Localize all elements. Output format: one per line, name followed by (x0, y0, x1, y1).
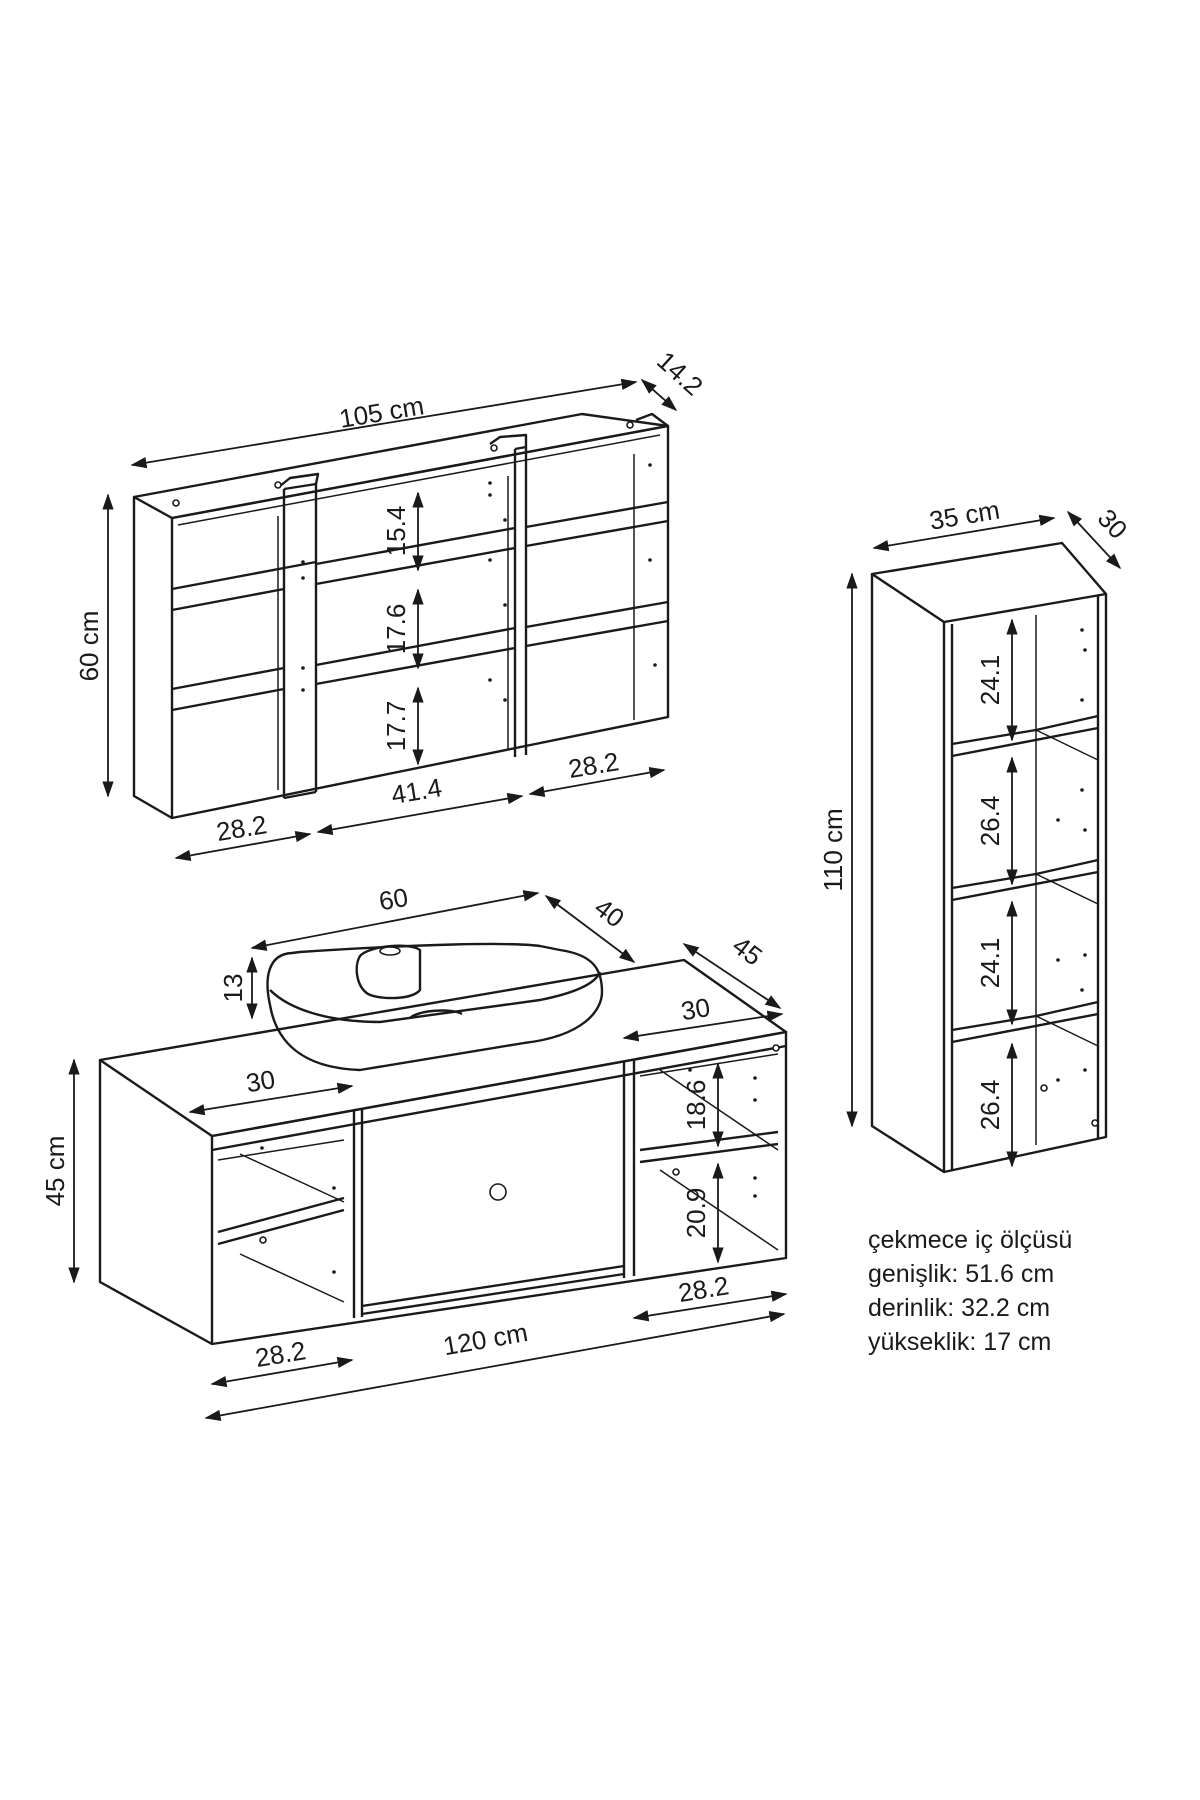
wall-shelf-depth-label: 14.2 (651, 345, 709, 401)
vanity-top-right-width-label: 30 (679, 992, 712, 1026)
wall-shelf-height-label: 60 cm (74, 611, 104, 682)
wall-shelf-row-3-label: 17.7 (381, 701, 411, 752)
vanity-right-upper-label: 18.6 (681, 1080, 711, 1131)
vanity-cabinet (98, 958, 788, 1346)
depth-dimension-line (640, 378, 678, 412)
wall-shelf-col-mid-label: 41.4 (389, 772, 444, 810)
drawer-internal-dimensions-note: çekmece iç ölçüsü genişlik: 51.6 cm deri… (868, 1226, 1072, 1356)
vanity-right-compartment-label: 28.2 (676, 1270, 731, 1308)
tall-cabinet-width-label: 35 cm (927, 494, 1002, 535)
drawer-note-title: çekmece iç ölçüsü (868, 1226, 1072, 1254)
vanity-top-left-width-label: 30 (244, 1064, 277, 1098)
wall-shelf-width-label: 105 cm (337, 390, 426, 434)
wall-shelf-dimensions: 105 cm 14.2 60 cm 15.4 17.6 17.7 28.2 41… (74, 345, 709, 862)
vessel-basin (266, 942, 604, 1072)
tall-cabinet-shelf-4-label: 26.4 (975, 1080, 1005, 1131)
basin-height-label: 13 (218, 974, 248, 1003)
vanity-right-lower-label: 20.9 (681, 1188, 711, 1239)
tall-cabinet-shelf-1-label: 24.1 (975, 655, 1005, 706)
vanity-width-label: 120 cm (441, 1317, 530, 1361)
wall-shelf-row-1-label: 15.4 (381, 506, 411, 557)
tall-cabinet-shelf-2-label: 26.4 (975, 796, 1005, 847)
vanity-depth-label: 45 (727, 930, 768, 971)
wall-shelf-col-left-label: 28.2 (214, 809, 269, 847)
basin-width-label: 60 (377, 882, 411, 917)
tall-cabinet-shelf-3-label: 24.1 (975, 938, 1005, 989)
basin-depth-label: 40 (589, 892, 630, 933)
tall-cabinet (870, 541, 1108, 1174)
drawer-note-width: genişlik: 51.6 cm (868, 1260, 1054, 1288)
wall-shelf-row-2-label: 17.6 (381, 604, 411, 655)
vanity-left-compartment-label: 28.2 (253, 1335, 308, 1373)
tall-cabinet-depth-label: 30 (1092, 503, 1134, 545)
width-dimension-line (130, 378, 638, 469)
drawer-note-height: yükseklik: 17 cm (868, 1328, 1051, 1356)
drawer-note-depth: derinlik: 32.2 cm (868, 1294, 1050, 1322)
vanity-height-label: 45 cm (40, 1136, 70, 1207)
tall-cabinet-height-label: 110 cm (818, 808, 848, 891)
